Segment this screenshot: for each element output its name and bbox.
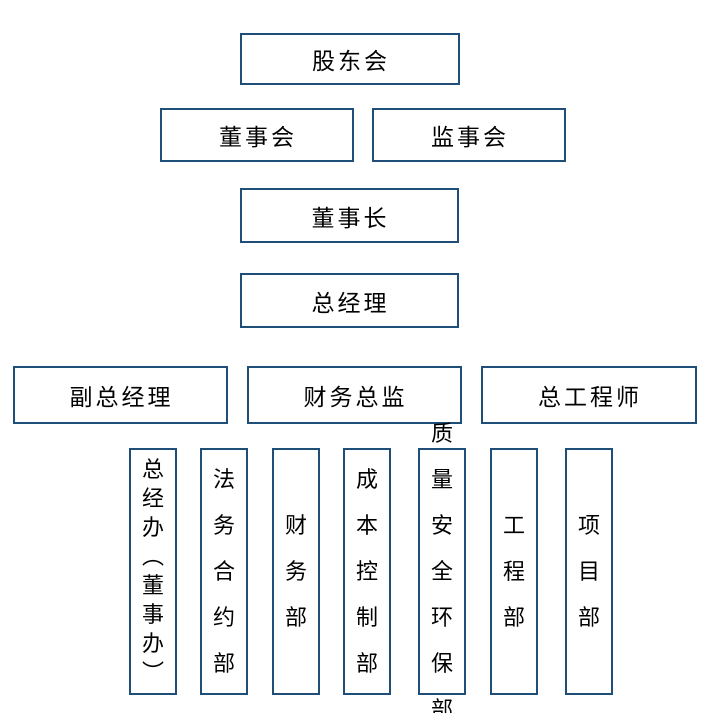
node-chairman: 董事长 [240,188,459,243]
vertical-char: 程 [502,558,525,584]
vertical-char: 项 [577,512,600,538]
vertical-char: 法 [212,466,235,492]
vertical-char: 部 [284,604,307,630]
vertical-char: 务 [212,512,235,538]
vertical-char: 办 [141,515,164,540]
vertical-char: ︵ [141,544,164,569]
dept-gm-office: 总经办︵董事办︶ [129,448,177,695]
node-finance-director: 财务总监 [247,366,462,424]
dept-label: 项目部 [567,450,611,693]
node-general-manager: 总经理 [240,273,459,328]
vertical-char: 量 [430,466,453,492]
vertical-char: 约 [212,604,235,630]
vertical-char: 制 [355,604,378,630]
node-board-of-directors: 董事会 [160,108,354,162]
vertical-char: 控 [355,558,378,584]
dept-quality-safety-env: 质量安全环保部 [418,422,466,713]
dept-label: 总经办︵董事办︶ [131,450,175,693]
dept-finance: 财务部 [272,448,320,695]
dept-label: 质量安全环保部 [420,422,464,713]
dept-label: 工程部 [492,450,536,693]
vertical-char: 经 [141,486,164,511]
vertical-char: 全 [430,558,453,584]
vertical-char: 财 [284,512,307,538]
vertical-char: 环 [430,604,453,630]
vertical-char: 部 [502,604,525,630]
node-label: 总工程师 [538,385,642,410]
node-label: 副总经理 [69,385,174,410]
vertical-char: 目 [577,558,600,584]
node-label: 总经理 [311,290,390,316]
vertical-char: 成 [355,466,378,492]
vertical-char: 办 [141,631,164,656]
vertical-char: 质 [430,420,453,446]
node-chief-engineer: 总工程师 [481,366,697,424]
dept-label: 成本控制部 [345,450,389,693]
node-shareholders-meeting: 股东会 [240,33,460,85]
node-deputy-general-manager: 副总经理 [13,366,228,424]
vertical-char: 总 [141,457,164,482]
vertical-char: 工 [502,512,525,538]
vertical-char: 部 [577,604,600,630]
dept-engineering: 工程部 [490,448,538,695]
node-label: 财务总监 [303,385,408,410]
dept-project: 项目部 [565,448,613,695]
vertical-char: 部 [430,696,453,713]
node-label: 股东会 [312,49,390,74]
dept-cost-control: 成本控制部 [343,448,391,695]
vertical-char: 安 [430,512,453,538]
vertical-char: 部 [212,650,235,676]
vertical-char: 事 [141,602,164,627]
vertical-char: 本 [355,512,378,538]
dept-legal-contract: 法务合约部 [200,448,248,695]
vertical-char: 保 [430,650,453,676]
dept-label: 法务合约部 [202,450,246,693]
vertical-char: ︶ [141,660,164,685]
node-label: 董事会 [219,125,297,150]
node-supervisory-board: 监事会 [372,108,566,162]
node-label: 董事长 [311,205,390,231]
vertical-char: 务 [284,558,307,584]
vertical-char: 合 [212,558,235,584]
dept-label: 财务部 [274,450,318,693]
node-label: 监事会 [431,125,509,150]
vertical-char: 董 [141,573,164,598]
vertical-char: 部 [355,650,378,676]
